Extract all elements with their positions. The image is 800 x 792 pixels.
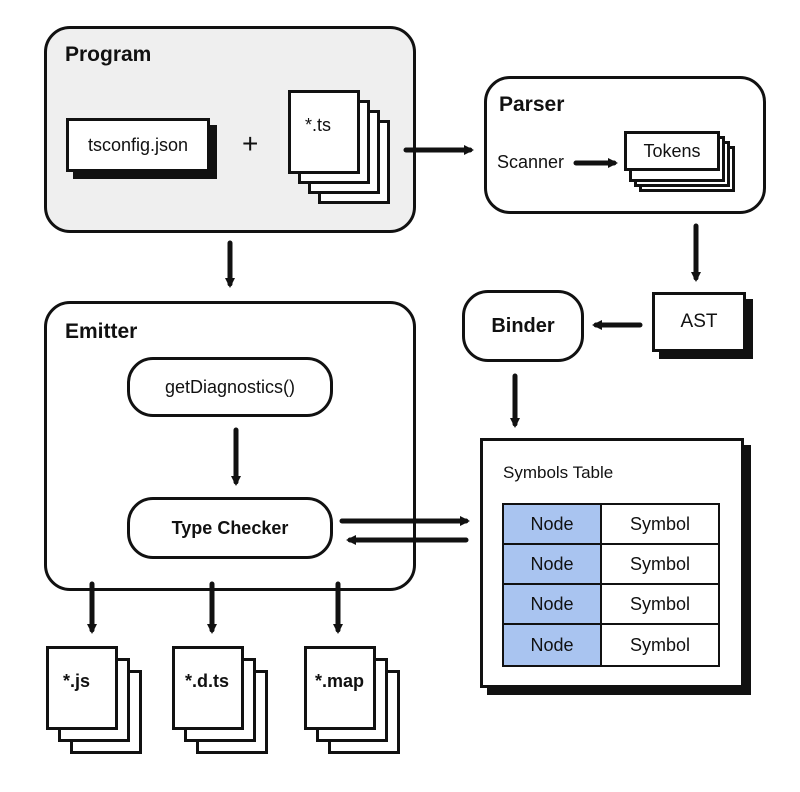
tokens-label: Tokens — [643, 140, 701, 161]
scanner-label: Scanner — [497, 152, 565, 172]
tokens-sheet-1: Tokens — [624, 131, 720, 171]
map-sheet-1: *.map — [304, 646, 376, 730]
ts-file-stack: *.ts — [288, 90, 398, 210]
js-sheet-1: *.js — [46, 646, 118, 730]
dts-file-stack: *.d.ts — [172, 646, 282, 766]
dts-label: *.d.ts — [185, 671, 230, 691]
program-title: Program — [65, 43, 152, 66]
get-diagnostics-label: getDiagnostics() — [164, 376, 296, 397]
js-file-stack: *.js — [46, 646, 156, 766]
tokens-stack: Tokens — [624, 131, 744, 201]
tsconfig-box: tsconfig.json — [66, 118, 210, 172]
map-label: *.map — [315, 671, 365, 691]
binder-box: Binder — [462, 290, 584, 362]
dts-sheet-1: *.d.ts — [172, 646, 244, 730]
emitter-title: Emitter — [65, 320, 138, 343]
js-label: *.js — [63, 671, 91, 691]
table-row-4-symbol: Symbol — [600, 623, 720, 667]
type-checker-label: Type Checker — [171, 517, 289, 538]
table-row-1-symbol: Symbol — [600, 503, 720, 545]
table-row-3-symbol: Symbol — [600, 583, 720, 625]
get-diagnostics-box: getDiagnostics() — [127, 357, 333, 417]
ast-box: AST — [652, 292, 746, 352]
table-row-2-node: Node — [502, 543, 602, 585]
parser-title: Parser — [499, 93, 565, 116]
plus-sign: + — [242, 128, 259, 159]
type-checker-box: Type Checker — [127, 497, 333, 559]
map-file-stack: *.map — [304, 646, 414, 766]
table-row-1-node: Node — [502, 503, 602, 545]
ts-sheet-1: *.ts — [288, 90, 360, 174]
table-row-3-node: Node — [502, 583, 602, 625]
ast-label: AST — [680, 311, 718, 332]
tsconfig-label: tsconfig.json — [87, 134, 189, 155]
ts-label: *.ts — [305, 115, 332, 135]
table-row-2-symbol: Symbol — [600, 543, 720, 585]
symbols-table: Node Symbol Node Symbol Node Symbol Node… — [502, 503, 720, 669]
binder-label: Binder — [491, 314, 555, 337]
symbols-table-title: Symbols Table — [503, 463, 614, 482]
table-row-4-node: Node — [502, 623, 602, 667]
